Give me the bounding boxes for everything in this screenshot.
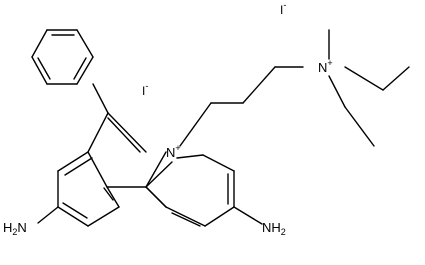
iodide-1-label: I- (142, 81, 148, 98)
phenyl-attachment-bond (92, 83, 109, 114)
left-benzo-ring (57, 151, 120, 227)
ammonium-substituents (328, 29, 410, 147)
left-amine-bond (37, 206, 59, 224)
right-amine-bond (233, 206, 263, 225)
ring-nitrogen-label: N+ (166, 143, 181, 160)
iodide-2-label: I- (280, 0, 286, 17)
propyl-linker (179, 66, 304, 147)
amine-right-label: NH2 (262, 220, 286, 237)
quat-nitrogen-label: N+ (318, 58, 333, 75)
ethyl-bond-2 (328, 75, 346, 108)
phenyl-ring (31, 29, 94, 85)
amine-left-label: H2N (3, 220, 27, 237)
central-ring (87, 112, 204, 188)
right-benzo-ring (145, 154, 235, 227)
ethyl-bond-1 (344, 66, 384, 91)
